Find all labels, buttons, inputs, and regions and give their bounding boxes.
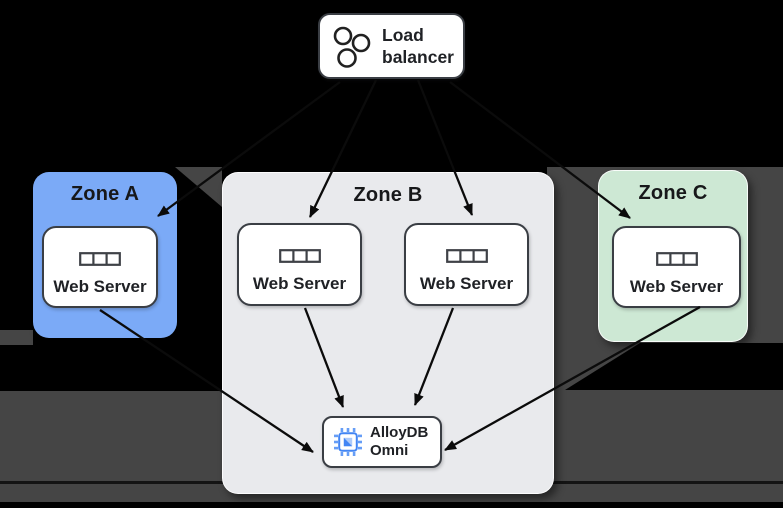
zone-c-web-server: Web Server	[612, 226, 741, 308]
server-rack-icon	[445, 249, 488, 263]
zone-b-web-server-1: Web Server	[237, 223, 362, 306]
load-balancer: Load balancer	[318, 13, 465, 79]
web-server-label: Web Server	[629, 277, 724, 296]
zone-a-title: Zone A	[70, 183, 140, 205]
server-rack-icon	[79, 252, 121, 266]
load-balancer-label: Load balancer	[382, 25, 454, 67]
background-bottom-strip	[0, 502, 783, 508]
zone-a-web-server: Web Server	[42, 226, 158, 308]
background-gray-wedge	[175, 167, 222, 207]
alloydb-omni-label: AlloyDB Omni	[370, 424, 429, 459]
alloydb-chip-icon	[334, 428, 362, 456]
server-rack-icon	[278, 249, 321, 263]
three-circles-load-balancer-icon	[333, 26, 371, 68]
background-gray-sliver	[0, 330, 33, 345]
zone-b-web-server-2: Web Server	[404, 223, 529, 306]
web-server-label: Web Server	[53, 277, 147, 296]
zone-b-title: Zone B	[353, 184, 423, 206]
alloydb-omni: AlloyDB Omni	[322, 416, 442, 468]
zone-a: Zone A Web Server	[33, 172, 177, 338]
zone-c: Zone C Web Server	[598, 170, 748, 342]
server-rack-icon	[655, 252, 698, 266]
zone-b: Zone B Web Server Web Server	[222, 172, 554, 494]
web-server-label: Web Server	[252, 274, 347, 293]
zone-c-title: Zone C	[638, 182, 708, 204]
web-server-label: Web Server	[419, 274, 514, 293]
